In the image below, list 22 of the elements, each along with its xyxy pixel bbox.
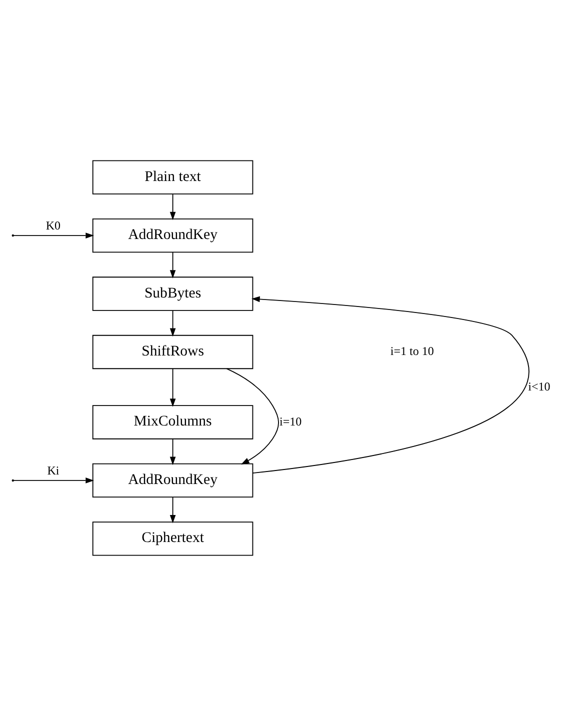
node-box: Ciphertext <box>92 522 254 556</box>
edge-label: K0 <box>46 218 61 232</box>
arrow <box>170 496 176 524</box>
arrow <box>170 252 176 278</box>
node-box: AddRoundKey <box>92 463 254 498</box>
arrow <box>170 438 176 466</box>
arrow <box>252 296 530 474</box>
arrow <box>226 368 280 464</box>
edge-label: Ki <box>47 463 60 478</box>
arrow <box>170 310 176 337</box>
arrow <box>170 194 176 220</box>
node-box: AddRoundKey <box>92 218 254 253</box>
edge-label: i=10 <box>280 414 302 428</box>
arrow <box>13 232 94 238</box>
arrow <box>170 368 176 407</box>
node-box: MixColumns <box>92 405 254 440</box>
node-box: Plain text <box>92 160 254 194</box>
label: i=1 to 10 <box>390 344 434 358</box>
edge-label: i<10 <box>528 379 550 394</box>
node-box: ShiftRows <box>92 334 254 370</box>
arrow <box>13 478 94 484</box>
node-box: SubBytes <box>92 276 254 311</box>
